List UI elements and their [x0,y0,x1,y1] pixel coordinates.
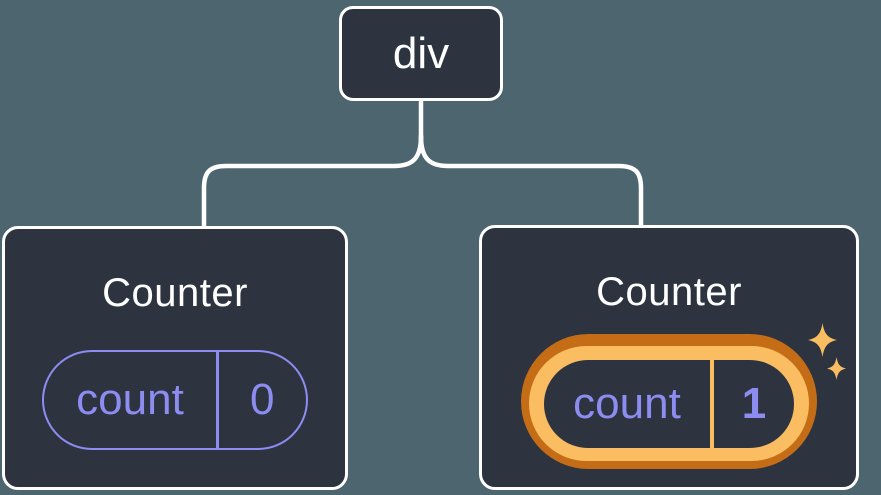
state-key-label: count [76,375,184,424]
connector-branch-left [201,133,424,231]
state-value-label: 0 [250,375,275,424]
counter-node-highlighted: Counter count 1 [479,225,859,490]
state-pill: count 1 [544,360,794,448]
state-pill-highlight-ring: count 1 [521,334,817,469]
state-pill-divider [710,360,714,448]
sparkle-icon [827,357,846,380]
component-name-label: Counter [596,270,742,314]
state-key-label: count [573,379,681,428]
sparkle-icon [808,323,837,357]
state-pill-divider [216,352,219,448]
state-pill: count 0 [42,350,308,450]
component-name-label: Counter [102,271,248,315]
counter-node: Counter count 0 [2,226,348,490]
root-element-label: div [392,28,450,78]
connector-branch-right [418,133,644,230]
state-value-label: 1 [741,379,767,428]
root-element-node: div [339,6,503,101]
